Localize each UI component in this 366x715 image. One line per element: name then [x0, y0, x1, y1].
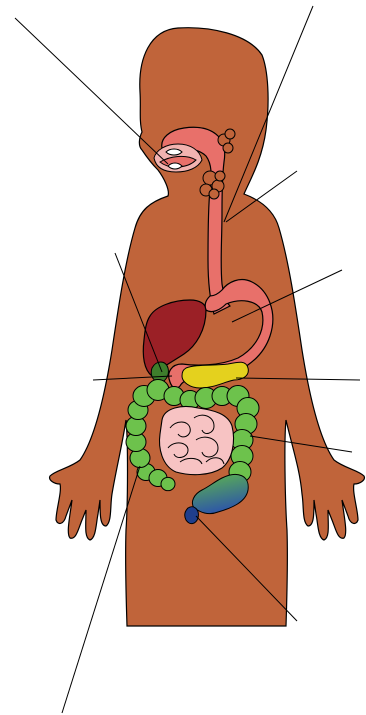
anus	[185, 507, 199, 524]
salivary-gland-lobe	[223, 143, 233, 153]
salivary-gland-lobe	[225, 129, 235, 139]
colon-segment	[161, 477, 175, 490]
salivary-gland-lobe	[215, 171, 225, 181]
body-silhouette	[50, 28, 365, 626]
salivary-gland-lobe	[209, 189, 219, 199]
small-intestine	[160, 407, 234, 475]
